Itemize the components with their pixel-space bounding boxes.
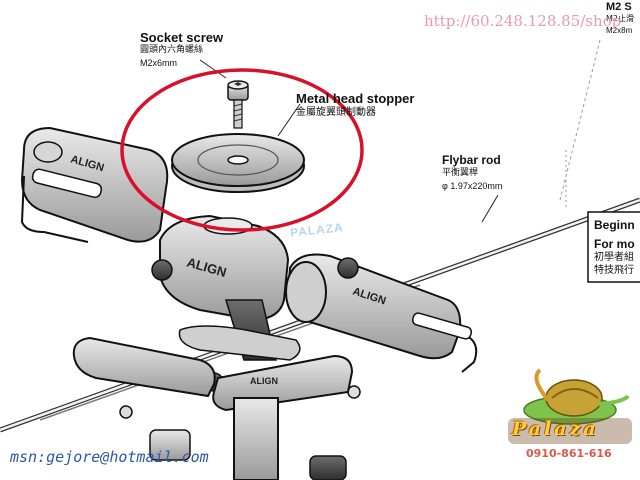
- socket-screw-chinese-label: 圓頭內六角螺絲: [140, 45, 204, 55]
- main-shaft: [149, 397, 347, 480]
- flybar-rod-label: Flybar rod: [442, 153, 501, 167]
- highlight-circle: [120, 68, 364, 232]
- palaza-logo-text: Palaza: [512, 418, 599, 440]
- left-blade-grip: ALIGN: [20, 126, 169, 243]
- side-note-box: [587, 211, 640, 283]
- right-blade-grip: ALIGN: [285, 253, 478, 373]
- flybar-rod-chinese-label: 平衡翼桿: [442, 168, 479, 178]
- metal-head-stopper: [171, 133, 305, 193]
- flybar-rod-size: φ 1.97x220mm: [442, 181, 503, 191]
- m2-screw-size: M2x8m: [606, 26, 633, 35]
- m2-screw-chinese-label: M2止滑: [606, 14, 634, 23]
- washout-assembly: ALIGN: [72, 325, 354, 412]
- side-note-line1: Beginn: [594, 218, 635, 232]
- socket-screw: [227, 80, 249, 129]
- flybar-leader: [481, 194, 499, 223]
- socket-screw-label: Socket screw: [140, 30, 224, 45]
- m2-screw-label: M2 S: [606, 1, 632, 13]
- phone-watermark: 0910-861-616: [526, 447, 612, 460]
- side-note-line3: 初學者組: [594, 252, 634, 263]
- stopper-leader: [277, 103, 301, 137]
- palaza-logo-graphic: [508, 368, 632, 444]
- side-note-line2: For mo: [594, 237, 635, 251]
- screw-leader: [199, 59, 227, 79]
- msn-watermark: msn:gejore@hotmail.com: [10, 448, 209, 466]
- washout-logo-text: ALIGN: [250, 376, 278, 386]
- socket-screw-size: M2x6mm: [140, 58, 178, 68]
- url-watermark: http://60.248.128.85/shop: [424, 12, 622, 30]
- metal-head-stopper-label: Metal head stopper: [296, 91, 415, 106]
- side-note-line4: 特技飛行: [594, 265, 634, 276]
- metal-head-stopper-chinese-label: 金屬旋翼頭制動器: [296, 107, 376, 118]
